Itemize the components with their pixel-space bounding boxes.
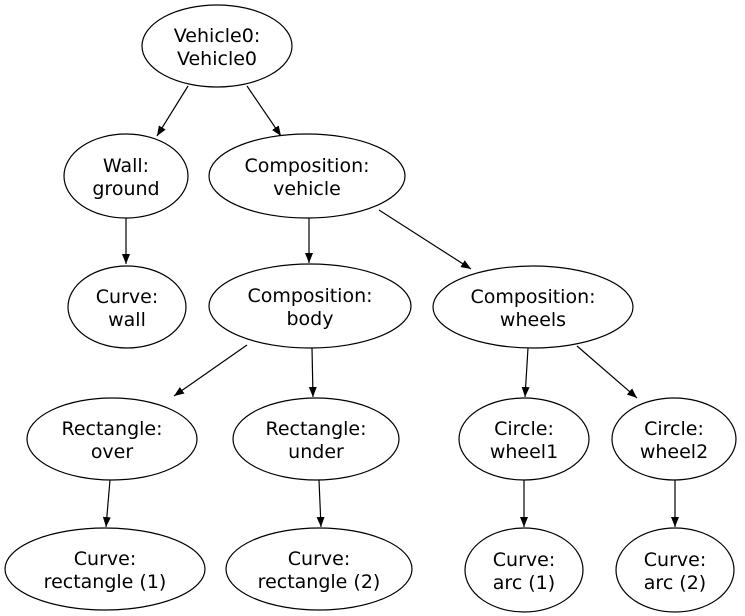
node-ellipse xyxy=(232,397,400,481)
node-curve-rectangle-2: Curve: rectangle (2) xyxy=(225,527,413,611)
edge-composition-body-to-rectangle-over xyxy=(173,344,248,397)
node-label-name: arc (1) xyxy=(493,572,555,594)
node-label-type: Composition: xyxy=(247,285,372,307)
edge-layer xyxy=(102,85,679,528)
node-label-name: wheels xyxy=(500,309,566,331)
node-label-type: Circle: xyxy=(644,418,704,440)
node-label-name: over xyxy=(91,441,134,463)
node-vehicle0-vehicle0: Vehicle0: Vehicle0 xyxy=(141,4,293,88)
edge-composition-wheels-to-circle-wheel1 xyxy=(521,347,530,398)
edge-rectangle-over-to-curve-rectangle-1 xyxy=(102,479,111,528)
edge-composition-body-to-rectangle-under xyxy=(308,347,317,398)
node-label-name: under xyxy=(288,441,344,463)
node-circle-wheel1: Circle: wheel1 xyxy=(458,397,590,481)
node-ellipse xyxy=(208,133,406,219)
node-label-type: Circle: xyxy=(494,418,554,440)
node-composition-body: Composition: body xyxy=(208,263,412,349)
node-composition-vehicle: Composition: vehicle xyxy=(208,133,406,219)
node-label-type: Rectangle: xyxy=(265,418,366,440)
node-ellipse xyxy=(464,527,584,613)
node-label-name: wheel2 xyxy=(640,441,708,463)
node-label-name: rectangle (2) xyxy=(258,571,381,593)
node-label-type: Curve: xyxy=(74,548,136,570)
node-label-type: Composition: xyxy=(244,155,369,177)
node-ellipse xyxy=(63,133,189,219)
edge-composition-vehicle-to-composition-wheels xyxy=(378,209,472,270)
node-label-name: wall xyxy=(108,309,146,331)
node-ellipse xyxy=(26,397,198,481)
node-ellipse xyxy=(67,265,187,349)
node-label-type: Rectangle: xyxy=(61,418,162,440)
node-label-type: Curve: xyxy=(493,549,555,571)
node-label-type: Vehicle0: xyxy=(174,25,260,47)
node-ellipse xyxy=(615,527,735,613)
node-rectangle-over: Rectangle: over xyxy=(26,397,198,481)
node-ellipse xyxy=(4,527,206,611)
node-label-type: Curve: xyxy=(288,548,350,570)
node-curve-arc-2: Curve: arc (2) xyxy=(615,527,735,613)
node-label-name: rectangle (1) xyxy=(44,571,167,593)
edge-composition-wheels-to-circle-wheel2 xyxy=(576,345,638,399)
node-curve-rectangle-1: Curve: rectangle (1) xyxy=(4,527,206,611)
node-label-type: Composition: xyxy=(470,286,595,308)
node-label-name: Vehicle0 xyxy=(177,48,257,70)
node-ellipse xyxy=(141,4,293,88)
node-label-name: body xyxy=(287,308,334,330)
node-label-type: Curve: xyxy=(644,549,706,571)
node-curve-arc-1: Curve: arc (1) xyxy=(464,527,584,613)
node-label-name: ground xyxy=(92,178,159,200)
node-label-name: wheel1 xyxy=(490,441,558,463)
node-curve-wall: Curve: wall xyxy=(67,265,187,349)
node-ellipse xyxy=(432,265,634,349)
node-composition-wheels: Composition: wheels xyxy=(432,265,634,349)
edge-vehicle0-to-composition-vehicle xyxy=(246,85,282,137)
node-layer: Vehicle0: Vehicle0 Wall: ground Composit… xyxy=(4,4,737,613)
node-label-name: vehicle xyxy=(273,178,341,200)
edge-rectangle-under-to-curve-rectangle-2 xyxy=(316,479,325,528)
node-label-type: Wall: xyxy=(103,155,149,177)
node-circle-wheel2: Circle: wheel2 xyxy=(611,397,737,481)
node-ellipse xyxy=(208,263,412,349)
node-rectangle-under: Rectangle: under xyxy=(232,397,400,481)
node-ellipse xyxy=(611,397,737,481)
edge-vehicle0-to-wall-ground xyxy=(156,85,189,137)
node-label-name: arc (2) xyxy=(644,572,706,594)
node-label-type: Curve: xyxy=(96,286,158,308)
node-ellipse xyxy=(458,397,590,481)
node-ellipse xyxy=(225,527,413,611)
node-wall-ground: Wall: ground xyxy=(63,133,189,219)
